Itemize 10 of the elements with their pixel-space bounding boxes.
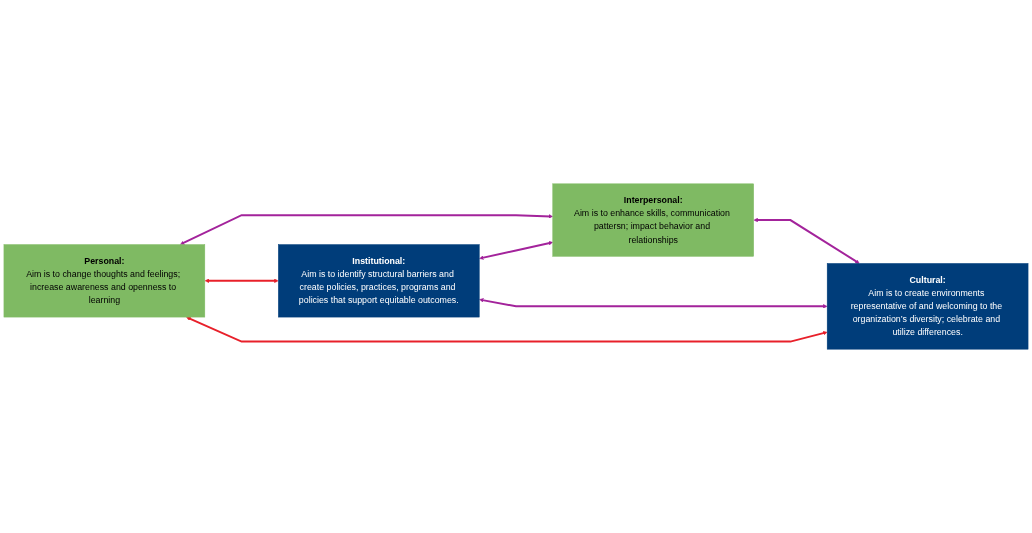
node-box: Interpersonal: Aim is to enhance skills, communication pattersn; impact behavior and relationships: [552, 183, 754, 257]
arrow: [186, 316, 828, 343]
node-box: Institutional: Aim is to identify structural barriers and create policies, practices, programs and policies that support equitable outcomes.: [278, 244, 480, 318]
arrow: [180, 214, 553, 245]
arrow: [479, 241, 553, 260]
arrow: [753, 217, 860, 264]
node-box: Cultural: Aim is to create environments representative of and welcoming to the organization’s diversity; celebrate and utilize differences.: [826, 263, 1029, 350]
node-box: Personal: Aim is to change thoughts and feelings; increase awareness and openness to learning: [3, 244, 206, 318]
arrow: [479, 298, 828, 309]
arrow: [204, 278, 279, 283]
